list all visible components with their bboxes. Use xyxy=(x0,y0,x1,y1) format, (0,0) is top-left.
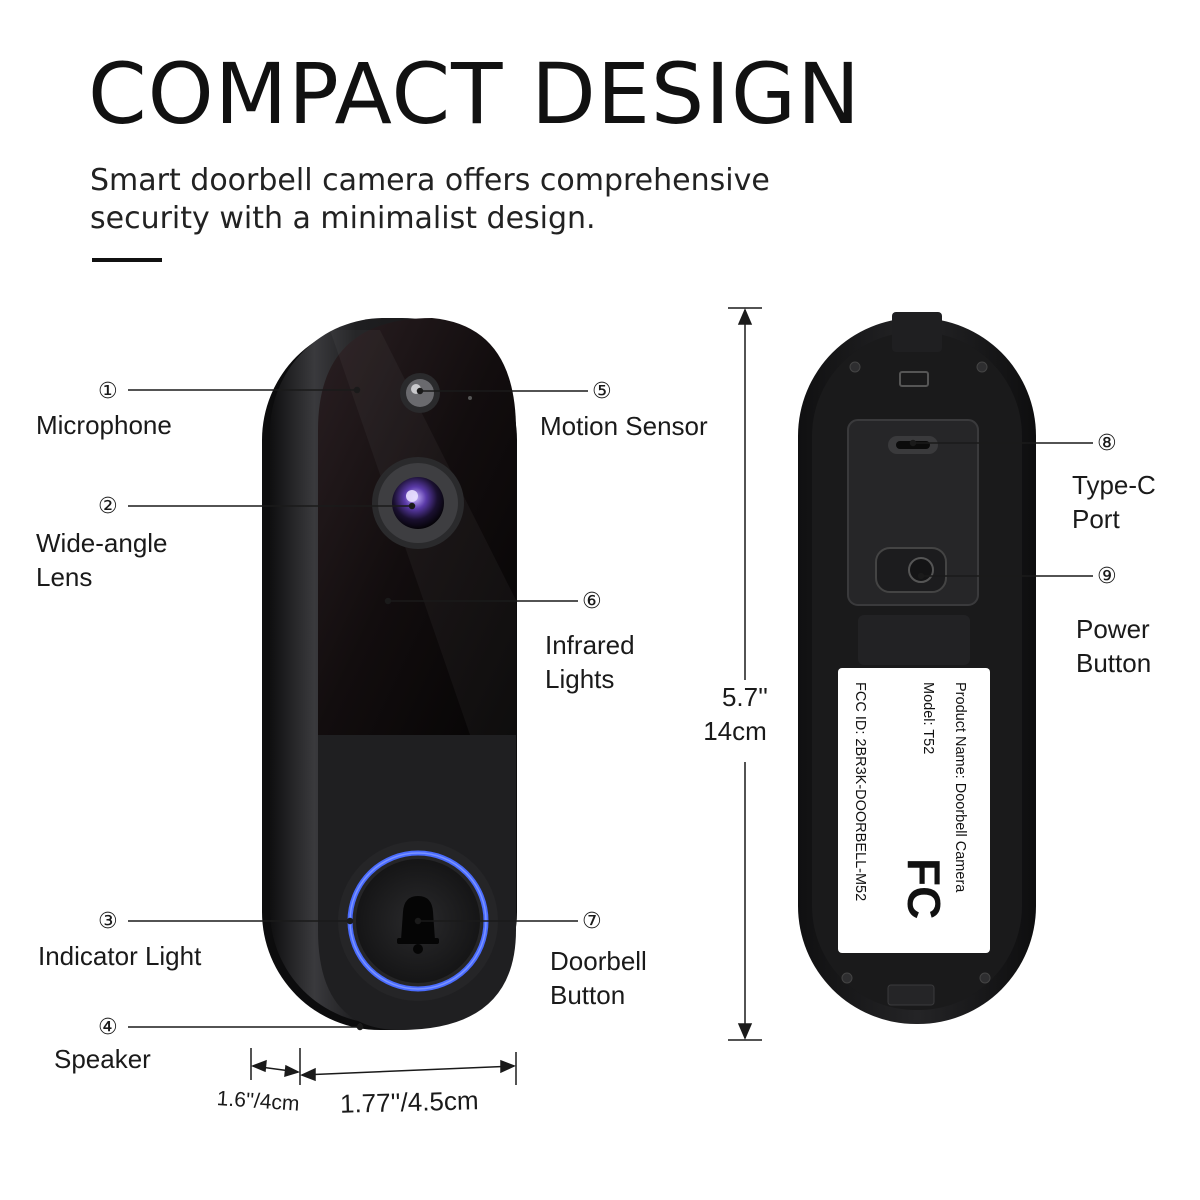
depth-dimension: 1.6''/4cm xyxy=(216,1086,301,1116)
callout-microphone: Microphone xyxy=(36,410,172,440)
wide-angle-lens xyxy=(392,477,444,529)
width-dimension: 1.77''/4.5cm xyxy=(339,1085,479,1119)
page-subtitle: Smart doorbell camera offers comprehensi… xyxy=(90,163,770,236)
callout-doorbell-button: Doorbell Button xyxy=(550,946,647,1010)
callout-type-c-port: Type-C Port xyxy=(1072,470,1156,534)
height-inches: 5.7'' xyxy=(721,682,769,712)
callout-lines xyxy=(128,386,1093,1031)
mount-clip xyxy=(892,312,942,352)
callout-speaker: Speaker xyxy=(54,1044,151,1074)
product-label-sticker xyxy=(838,668,990,953)
callout-infrared-lights: Infrared Lights xyxy=(545,630,635,694)
back-device xyxy=(798,312,1036,1024)
callout-number-6: ⑥ xyxy=(582,588,602,613)
callout-motion-sensor: Motion Sensor xyxy=(540,411,708,441)
label-text-group: Product Name: Doorbell Camera Model: T52… xyxy=(852,682,968,919)
fcc-logo: FC xyxy=(898,858,950,919)
page-title: COMPACT DESIGN xyxy=(88,45,861,143)
callout-wide-angle-lens: Wide-angle Lens xyxy=(36,528,168,592)
callout-number-2: ② xyxy=(98,493,118,518)
callout-number-8: ⑧ xyxy=(1097,430,1117,455)
height-cm: 14cm xyxy=(703,716,767,746)
callout-number-4: ④ xyxy=(98,1014,118,1039)
label-product-name: Product Name: Doorbell Camera xyxy=(952,682,968,893)
callout-number-7: ⑦ xyxy=(582,908,602,933)
dimension-lines xyxy=(250,307,762,1085)
front-device xyxy=(262,318,517,1030)
callout-number-5: ⑤ xyxy=(592,378,612,403)
callout-indicator-light: Indicator Light xyxy=(38,941,202,971)
label-model: Model: T52 xyxy=(920,682,936,754)
label-fcc-id: FCC ID: 2BR3K-DOORBELL-M52 xyxy=(852,682,868,901)
title-divider xyxy=(92,258,162,262)
callout-number-9: ⑨ xyxy=(1097,563,1117,588)
callout-number-3: ③ xyxy=(98,908,118,933)
callout-number-1: ① xyxy=(98,378,118,403)
callout-power-button: Power Button xyxy=(1076,614,1152,678)
